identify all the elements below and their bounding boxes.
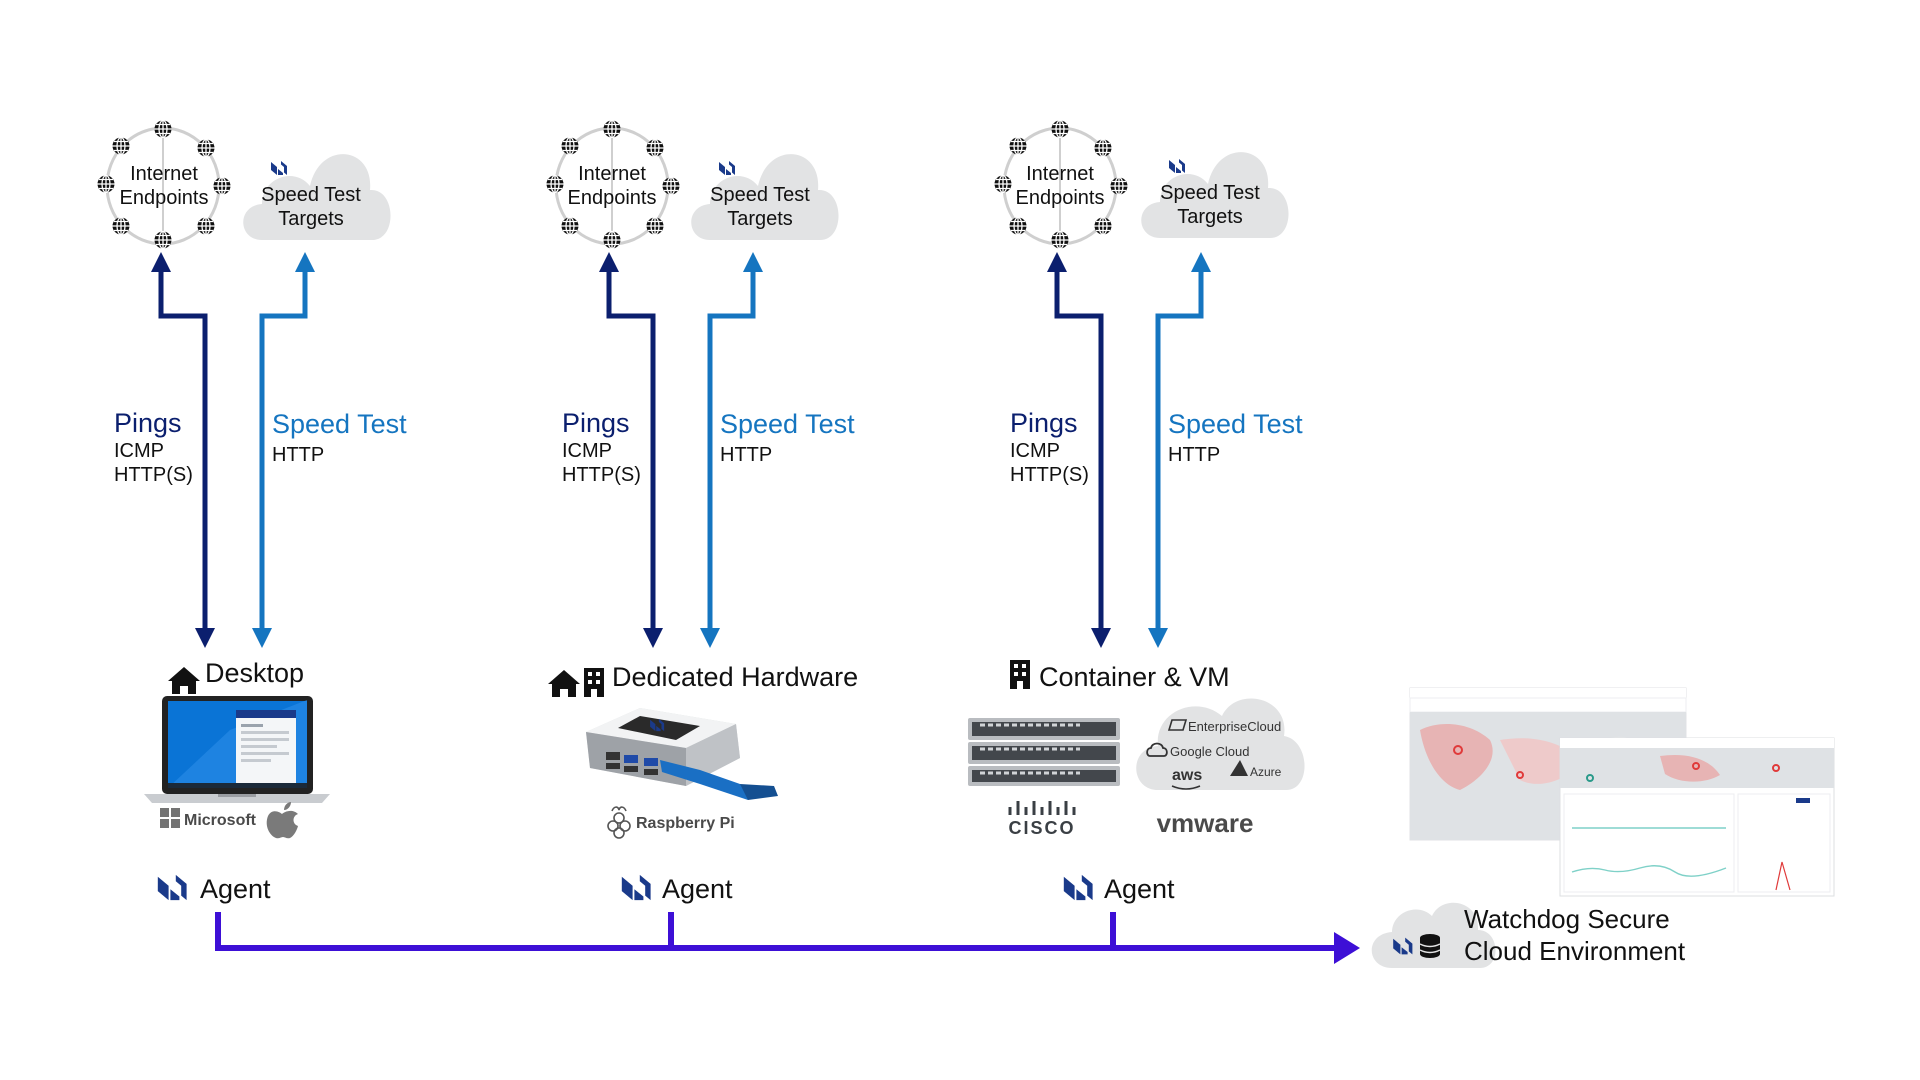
speed-target-label-line2: Targets [1177, 206, 1243, 228]
endpoints-label-line1: Internet [130, 163, 198, 185]
speed-target-label-line1: Speed Test [1160, 182, 1260, 204]
ping-arrow [1047, 252, 1111, 648]
building-icon [1010, 660, 1030, 689]
speed-test-title: Speed Test [1168, 409, 1303, 439]
raspberry-pi-device-image [586, 708, 778, 800]
cisco-logo [1008, 801, 1076, 815]
speed-target-label-line2: Targets [278, 208, 344, 230]
speed-test-cloud-icon [1141, 152, 1289, 238]
google-cloud-icon [1146, 742, 1168, 757]
device-label: Dedicated Hardware [612, 662, 858, 692]
google-cloud-label: Google Cloud [1170, 744, 1250, 759]
pings-protocol-2: HTTP(S) [1010, 464, 1089, 486]
agent-logo-icon [1063, 874, 1093, 901]
aws-smile-icon [1171, 785, 1201, 790]
endpoints-label-line2: Endpoints [120, 187, 209, 209]
agent-label: Agent [200, 874, 271, 904]
laptop-image [144, 696, 330, 803]
speed-target-label-line1: Speed Test [261, 184, 361, 206]
speed-test-arrow [252, 252, 315, 648]
cloud-providers-cloud [1136, 698, 1305, 790]
enterprise-cloud-label: EnterpriseCloud [1188, 719, 1281, 734]
microsoft-label: Microsoft [184, 812, 257, 829]
agent-label: Agent [662, 874, 733, 904]
aws-label: aws [1172, 767, 1202, 784]
speed-test-title: Speed Test [272, 409, 407, 439]
internet-endpoints-icon [545, 119, 681, 250]
home-icon [548, 670, 580, 697]
building-icon [584, 668, 604, 697]
microsoft-logo [160, 808, 180, 828]
apple-logo [266, 802, 298, 839]
column-container-vm: Internet Endpoints Speed Test Targets Pi… [968, 119, 1305, 904]
speed-test-cloud-icon [243, 154, 391, 240]
database-icon [1419, 934, 1441, 958]
speed-test-protocol: HTTP [720, 444, 772, 466]
azure-icon [1230, 760, 1248, 776]
internet-endpoints-icon [993, 119, 1129, 250]
cisco-label: CISCO [1008, 818, 1075, 838]
ping-arrow [599, 252, 663, 648]
agent-logo-icon [157, 874, 187, 901]
speed-test-protocol: HTTP [272, 444, 324, 466]
speed-target-label-line2: Targets [727, 208, 793, 230]
speed-test-protocol: HTTP [1168, 444, 1220, 466]
endpoints-label-line1: Internet [578, 163, 646, 185]
pings-title: Pings [562, 408, 630, 438]
pings-title: Pings [1010, 408, 1078, 438]
agent-label: Agent [1104, 874, 1175, 904]
watchdog-title-line2: Cloud Environment [1464, 936, 1686, 966]
watchdog-title-line1: Watchdog Secure [1464, 904, 1670, 934]
azure-label: Azure [1250, 765, 1282, 779]
ping-arrow [151, 252, 215, 648]
raspberry-pi-logo [607, 806, 631, 839]
speed-test-title: Speed Test [720, 409, 855, 439]
pings-protocol-2: HTTP(S) [562, 464, 641, 486]
vmware-label: vmware [1157, 808, 1254, 838]
dashboard-screenshot-front [1559, 737, 1835, 897]
speed-test-arrow [1148, 252, 1211, 648]
endpoints-label-line1: Internet [1026, 163, 1094, 185]
watchdog-cloud-icon [1371, 902, 1496, 968]
endpoints-label-line2: Endpoints [568, 187, 657, 209]
device-label: Container & VM [1039, 662, 1230, 692]
device-label: Desktop [205, 658, 304, 688]
pings-protocol-1: ICMP [1010, 440, 1060, 462]
raspberry-pi-label: Raspberry Pi [636, 815, 735, 832]
speed-target-label-line1: Speed Test [710, 184, 810, 206]
pings-protocol-1: ICMP [114, 440, 164, 462]
endpoints-label-line2: Endpoints [1016, 187, 1105, 209]
home-icon [168, 667, 200, 694]
internet-endpoints-icon [96, 119, 232, 250]
speed-test-arrow [700, 252, 763, 648]
enterprise-cloud-icon [1167, 719, 1188, 731]
column-dedicated-hardware: Internet Endpoints Speed Test Targets Pi… [545, 119, 858, 904]
agent-data-bus [215, 912, 1360, 964]
network-switch-image [968, 718, 1120, 786]
speed-test-cloud-icon [691, 154, 839, 240]
pings-title: Pings [114, 408, 182, 438]
pings-protocol-2: HTTP(S) [114, 464, 193, 486]
pings-protocol-1: ICMP [562, 440, 612, 462]
column-desktop: Internet Endpoints Speed Test Targets Pi… [96, 119, 407, 904]
agent-logo-icon [621, 874, 651, 901]
